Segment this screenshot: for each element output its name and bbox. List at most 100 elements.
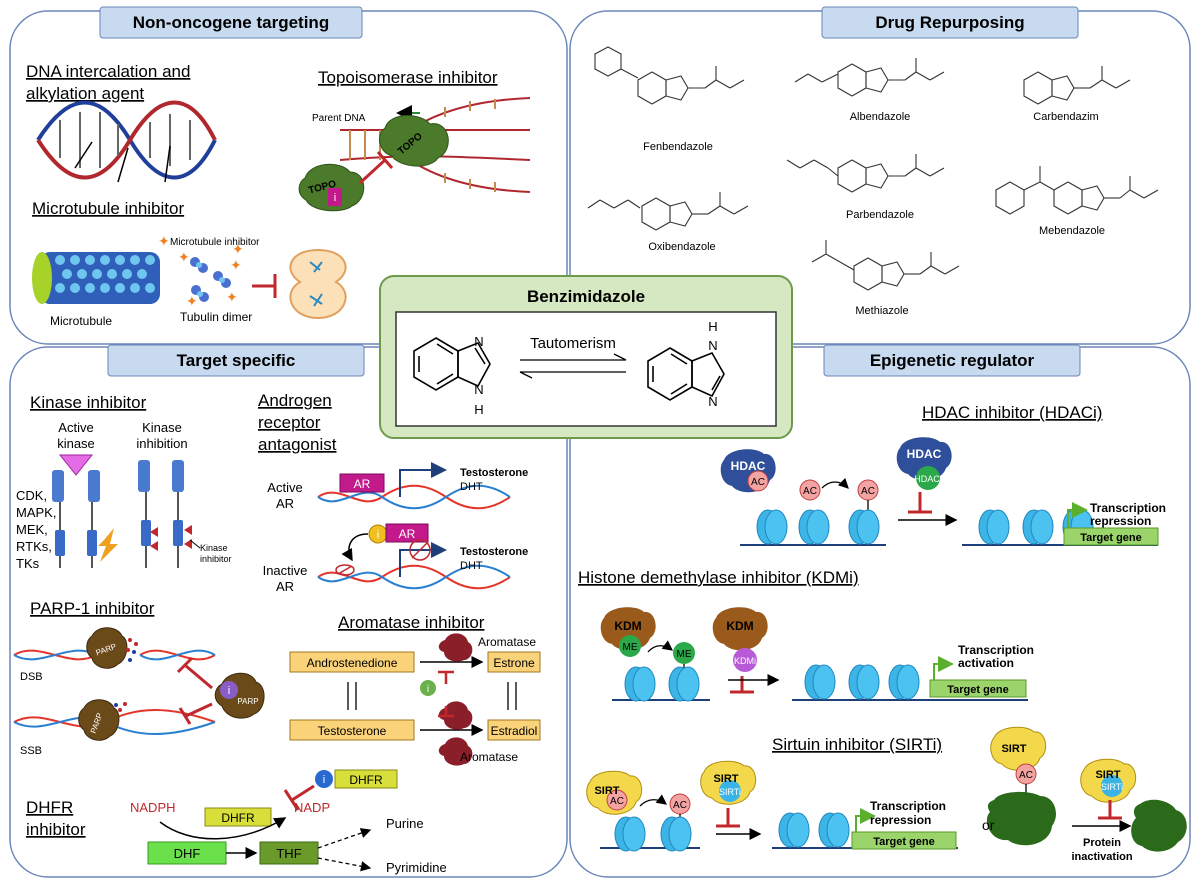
parp-title: PARP-1 inhibitor — [30, 599, 155, 618]
kinase-inhibition-2: inhibition — [136, 436, 187, 451]
hdac-repression: repression — [1090, 514, 1151, 528]
thf-label: THF — [276, 846, 301, 861]
ar-title-2: receptor — [258, 413, 321, 432]
drug-carbendazim: Carbendazim — [1033, 111, 1098, 123]
header-target-specific: Target specific — [177, 351, 296, 370]
ac-label-5: AC — [673, 800, 687, 811]
androstenedione-label: Androstenedione — [307, 656, 398, 670]
hdac-label-2: HDAC — [907, 447, 942, 461]
ar-title-3: antagonist — [258, 435, 337, 454]
sirt-transcription: Transcription — [870, 799, 946, 813]
active-kinase-1: Active — [58, 420, 93, 435]
n-label-4: N — [708, 394, 717, 409]
kinase-list-5: TKs — [16, 556, 40, 571]
me-label-2: ME — [677, 649, 692, 660]
parent-dna-label: Parent DNA — [312, 113, 366, 124]
drug-oxibendazole: Oxibendazole — [648, 241, 715, 253]
dna-helix-illustration — [36, 100, 217, 183]
micro-inhibitor-label: Microtubule inhibitor — [170, 237, 260, 248]
kinase-list-4: RTKs, — [16, 539, 52, 554]
header-non-oncogene: Non-oncogene targeting — [133, 13, 329, 32]
drug-mebendazole: Mebendazole — [1039, 225, 1105, 237]
microtubule-illustration: ✦✦✦✦✦✦ — [32, 233, 347, 320]
ar-label-2: AR — [399, 527, 416, 541]
tautomerism-label: Tautomerism — [530, 335, 616, 352]
header-epigenetic: Epigenetic regulator — [870, 351, 1035, 370]
drug-albendazole: Albendazole — [850, 111, 911, 123]
aromatase-title: Aromatase inhibitor — [338, 613, 485, 632]
aromatase-label-1: Aromatase — [478, 635, 536, 649]
kdm-target-gene: Target gene — [947, 684, 1009, 696]
header-box-non-oncogene — [99, 6, 363, 39]
dht-2: DHT — [460, 560, 483, 572]
kdm-title: Histone demethylase inhibitor (KDMi) — [578, 568, 859, 587]
svg-text:✦: ✦ — [158, 233, 170, 249]
dhf-label: DHF — [174, 846, 201, 861]
hdaci-label: HDACi — [914, 474, 942, 484]
benzimidazole-left — [413, 337, 491, 391]
estrone-label: Estrone — [493, 656, 535, 670]
kinase-inhibition-1: Kinase — [142, 420, 182, 435]
tubulin-dimer-label: Tubulin dimer — [180, 310, 252, 324]
sirt-target-gene: Target gene — [873, 836, 935, 848]
nadph-label: NADPH — [130, 800, 176, 815]
parp-i-label: i — [228, 685, 230, 697]
kdmi-label: KDMi — [734, 656, 756, 666]
header-drug-repurposing: Drug Repurposing — [875, 13, 1024, 32]
me-label-1: ME — [623, 642, 638, 653]
aromatase-label-2: Aromatase — [460, 750, 518, 764]
sirt-label-3: SIRT — [1001, 743, 1026, 755]
ar-i-label: i — [377, 529, 379, 541]
kinase-list-2: MAPK, — [16, 505, 56, 520]
center-inner — [395, 311, 777, 427]
equilibrium-arrows — [519, 353, 627, 379]
parp-label-3: PARP — [237, 697, 258, 706]
sirt-illustration — [586, 726, 1187, 852]
dhfr-title-1: DHFR — [26, 798, 73, 817]
hdac-label-1: HDAC — [731, 459, 766, 473]
sirti-label-2: SIRTi — [1101, 782, 1123, 792]
svg-text:✦: ✦ — [178, 249, 190, 265]
hdac-target-gene: Target gene — [1080, 532, 1142, 544]
kinase-list-3: MEK, — [16, 522, 48, 537]
topo-title: Topoisomerase inhibitor — [318, 68, 498, 87]
drug-fenbendazole: Fenbendazole — [643, 141, 713, 153]
drug-names: Fenbendazole Albendazole Carbendazim Par… — [643, 111, 1105, 317]
sirti-label-1: SIRTi — [719, 787, 741, 797]
svg-text:✦: ✦ — [232, 241, 244, 257]
ac-label-3: AC — [861, 486, 875, 497]
ac-label-4: AC — [610, 796, 624, 807]
inactivation-label: inactivation — [1071, 851, 1132, 863]
arom-i-label: i — [427, 684, 429, 695]
kdm-activation: activation — [958, 656, 1014, 670]
ar-label-1: AR — [354, 477, 371, 491]
h-label-2: H — [708, 319, 717, 334]
hdac-illustration — [720, 437, 1159, 546]
n-label-2: N — [474, 382, 483, 397]
active-kinase-2: kinase — [57, 436, 95, 451]
drug-structures — [587, 46, 1159, 291]
topo-i-label: i — [334, 192, 336, 204]
microtubule-label: Microtubule — [50, 314, 112, 328]
purine-label: Purine — [386, 816, 424, 831]
kinase-receptor-illustration — [52, 454, 201, 568]
or-label: or — [982, 817, 995, 833]
n-label-3: N — [708, 338, 717, 353]
dhfr-illustration — [147, 769, 398, 872]
center-title: Benzimidazole — [527, 287, 645, 306]
kdm-label-2: KDM — [726, 619, 753, 633]
active-ar-2: AR — [276, 496, 294, 511]
dsb-label: DSB — [20, 671, 43, 683]
testosterone-1: Testosterone — [460, 467, 528, 479]
sirt-label-1: SIRT — [594, 785, 619, 797]
active-ar-1: Active — [267, 480, 302, 495]
header-box-drug — [821, 6, 1079, 39]
micro-title: Microtubule inhibitor — [32, 199, 184, 218]
ar-title-1: Androgen — [258, 391, 332, 410]
ac-label-2: AC — [803, 486, 817, 497]
sirt-label-4: SIRT — [1095, 769, 1120, 781]
dhfr-i-label: i — [323, 774, 325, 786]
hdac-transcription: Transcription — [1090, 501, 1166, 515]
pyrimidine-label: Pyrimidine — [386, 860, 447, 875]
